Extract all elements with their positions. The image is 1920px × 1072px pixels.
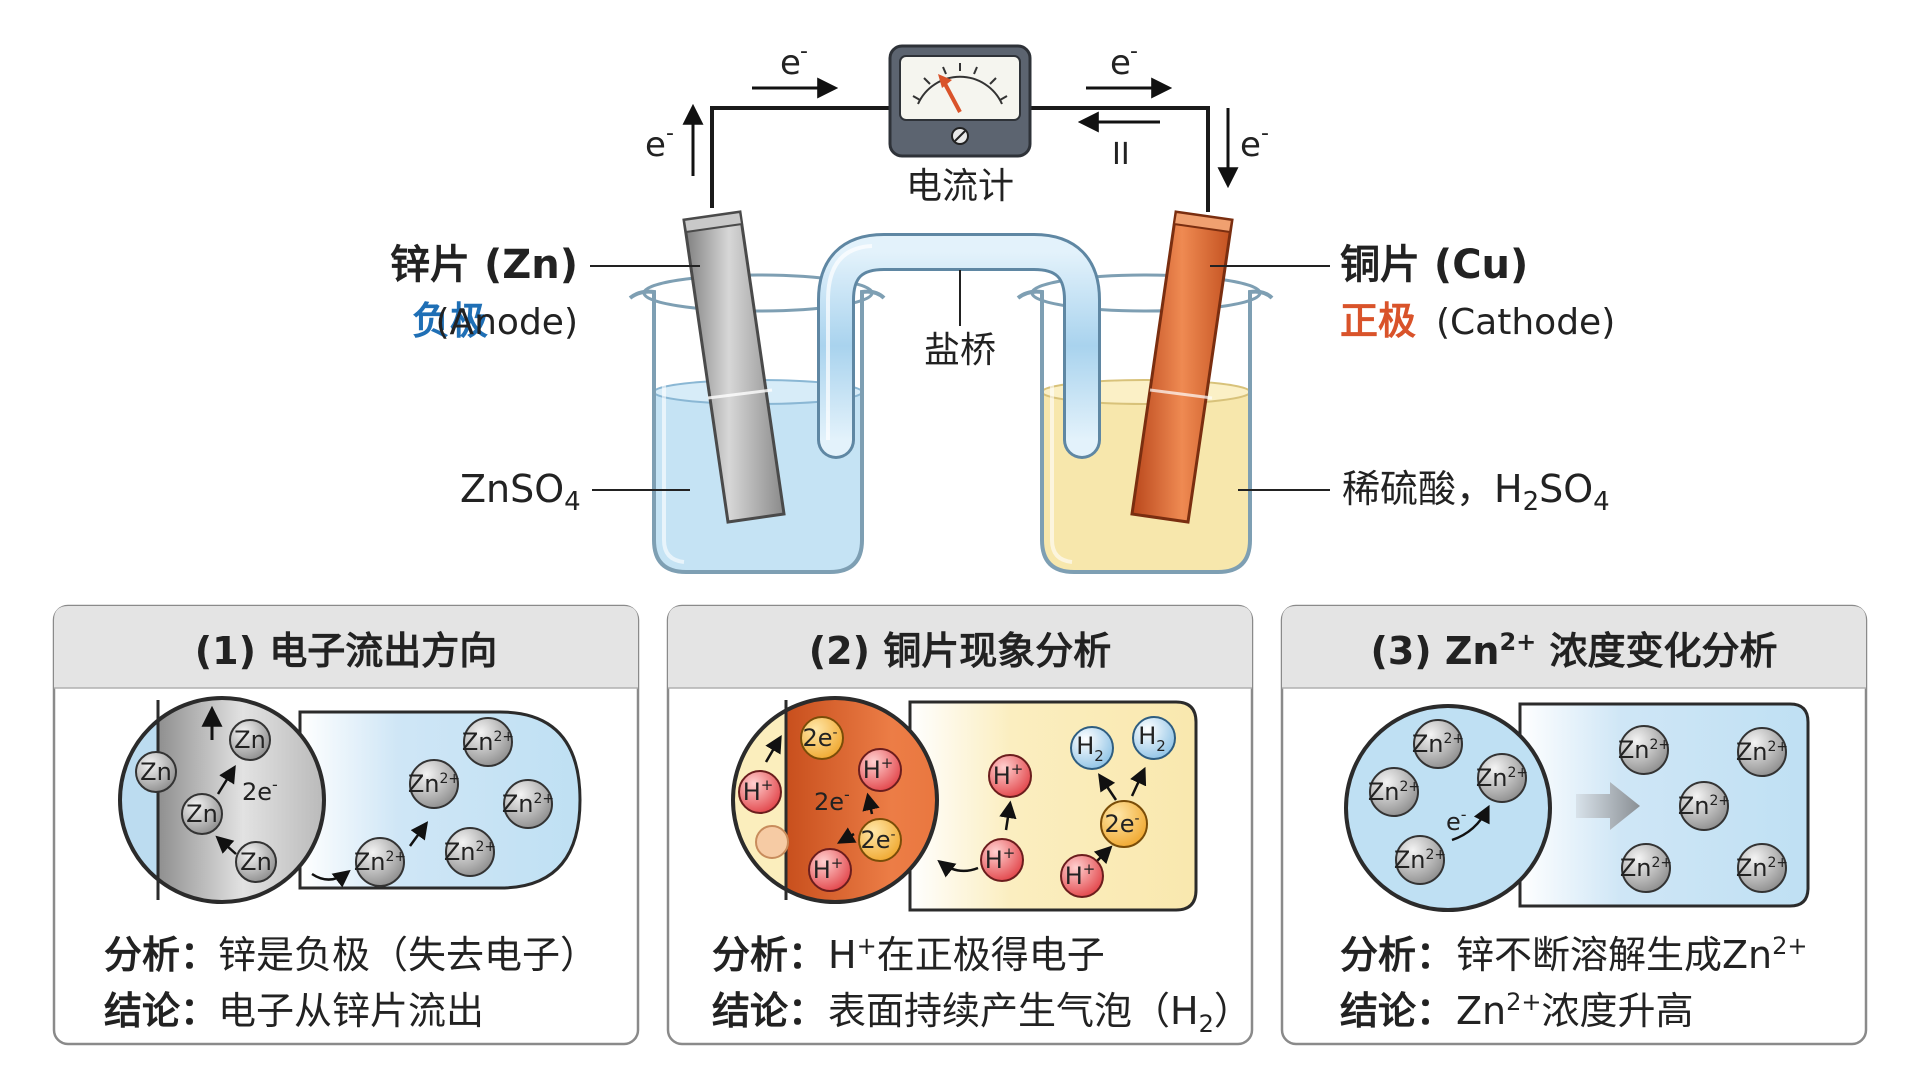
panel-3-title: (3) Zn2+ 浓度变化分析 — [1370, 628, 1777, 673]
panel-3-conclusion: Zn2+浓度升高 — [1456, 988, 1694, 1033]
svg-text:2e-: 2e- — [814, 785, 850, 816]
panel-3-illustration: e- Zn2+ Zn2+ Zn2+ Zn2+ Zn2+ Zn2+ Zn2+ Zn… — [1344, 702, 1810, 912]
panel-1-text: 分析： 锌是负极（失去电子） 结论： 电子从锌片流出 — [104, 933, 598, 1033]
panel-2-analysis: H+在正极得电子 — [828, 932, 1105, 977]
copper-electrode — [1130, 210, 1234, 524]
svg-text:Zn2+: Zn2+ — [1476, 764, 1528, 792]
svg-text:2e-: 2e- — [802, 724, 837, 752]
svg-text:Zn2+: Zn2+ — [1678, 792, 1730, 820]
panel-1-conclusion-label: 结论： — [104, 989, 218, 1033]
svg-text:H2: H2 — [1138, 722, 1166, 755]
cathode-en-label: (Cathode) — [1436, 302, 1615, 343]
svg-text:Zn2+: Zn2+ — [354, 848, 406, 876]
panel-2-text: 分析： H+在正极得电子 结论： 表面持续产生气泡（H2） — [712, 932, 1252, 1038]
svg-text:H+: H+ — [813, 854, 844, 884]
electron-sup-right: - — [1261, 121, 1269, 146]
external-circuit — [710, 106, 1210, 212]
svg-text:Zn2+: Zn2+ — [502, 790, 554, 818]
svg-text:2e-: 2e- — [1104, 810, 1139, 838]
zinc-title: 锌片 (Zn) — [390, 242, 578, 288]
electron-sup-top-right: - — [1130, 39, 1138, 64]
svg-text:e-: e- — [1446, 805, 1467, 836]
zinc-labels: 锌片 (Zn) 负极 (Anode) ZnSO4 — [390, 242, 700, 517]
electron-label-top-left: e — [780, 43, 801, 83]
panel-2-title: (2) 铜片现象分析 — [809, 629, 1111, 673]
svg-text:Zn2+: Zn2+ — [1618, 736, 1670, 764]
electron-label-left: e — [645, 125, 666, 165]
increase-arrow-icon — [1576, 782, 1640, 830]
svg-text:Zn2+: Zn2+ — [444, 838, 496, 866]
right-solution-label: 稀硫酸，H2SO4 — [1342, 467, 1610, 517]
salt-bridge — [817, 233, 1101, 459]
svg-text:H+: H+ — [993, 760, 1024, 790]
svg-text:Zn: Zn — [140, 758, 172, 786]
anode-label: 负极 — [412, 299, 488, 343]
panel-1-analysis: 锌是负极（失去电子） — [218, 933, 598, 977]
panel-2-conclusion: 表面持续产生气泡（H2） — [828, 989, 1252, 1038]
electron-sup-top-left: - — [800, 39, 808, 64]
svg-text:Zn: Zn — [186, 800, 218, 828]
galvanometer — [888, 44, 1032, 158]
panel-1-ions: Zn Zn Zn Zn 2e- Zn2+ Zn2+ Zn2+ Zn2+ Zn2+ — [135, 717, 554, 887]
svg-text:Zn2+: Zn2+ — [1620, 854, 1672, 882]
svg-text:Zn: Zn — [240, 848, 272, 876]
salt-bridge-label: 盐桥 — [924, 330, 996, 371]
panel-3-analysis-label: 分析： — [1340, 933, 1454, 977]
panel-3-conclusion-label: 结论： — [1340, 989, 1454, 1033]
panel-1-title: (1) 电子流出方向 — [195, 629, 497, 673]
galvanometer-label: 电流计 — [906, 166, 1014, 207]
svg-text:Zn2+: Zn2+ — [1412, 730, 1464, 758]
svg-text:H2: H2 — [1076, 732, 1104, 765]
svg-text:2e-: 2e- — [242, 775, 278, 806]
panel-3-ions: Zn2+ Zn2+ Zn2+ Zn2+ Zn2+ Zn2+ Zn2+ Zn2+ … — [1368, 719, 1788, 893]
panel-2-conclusion-label: 结论： — [712, 989, 826, 1033]
svg-text:H+: H+ — [863, 754, 894, 784]
panel-1-conclusion: 电子从锌片流出 — [218, 989, 484, 1033]
svg-text:Zn2+: Zn2+ — [1394, 846, 1446, 874]
svg-text:Zn2+: Zn2+ — [1368, 778, 1420, 806]
left-solution-label: ZnSO4 — [460, 467, 581, 517]
panel-1-analysis-label: 分析： — [104, 933, 218, 977]
electron-label-top-right: e — [1110, 43, 1131, 83]
svg-text:Zn2+: Zn2+ — [1736, 854, 1788, 882]
svg-text:H+: H+ — [743, 776, 774, 806]
zinc-electrode — [682, 210, 786, 524]
panel-2-ions: H+ 2e- H+ 2e- 2e- H+ H+ H+ 2e- H+ H2 H2 — [738, 716, 1176, 898]
panel-2-analysis-label: 分析： — [712, 933, 826, 977]
copper-title: 铜片 (Cu) — [1340, 242, 1528, 288]
electron-sup-left: - — [666, 121, 674, 146]
electron-flow-arrows: e - e - II e - e - — [645, 39, 1269, 189]
svg-text:Zn2+: Zn2+ — [1736, 738, 1788, 766]
panel-3-analysis: 锌不断溶解生成Zn2+ — [1456, 932, 1808, 977]
anode-en-label: (Anode) — [435, 302, 578, 343]
svg-text:Zn2+: Zn2+ — [408, 770, 460, 798]
panel-1-illustration: Zn Zn Zn Zn 2e- Zn2+ Zn2+ Zn2+ Zn2+ Zn2+ — [118, 696, 582, 904]
electron-label-right: e — [1240, 125, 1261, 165]
svg-text:Zn: Zn — [234, 726, 266, 754]
return-mark: II — [1112, 137, 1130, 172]
svg-text:Zn2+: Zn2+ — [462, 728, 514, 756]
cathode-label: 正极 — [1340, 299, 1416, 343]
panel-2-illustration: H+ 2e- H+ 2e- 2e- H+ H+ H+ 2e- H+ H2 H2 — [731, 696, 1198, 912]
svg-text:2e-: 2e- — [860, 826, 895, 854]
panel-3-text: 分析： 锌不断溶解生成Zn2+ 结论： Zn2+浓度升高 — [1340, 932, 1808, 1033]
svg-text:H+: H+ — [1065, 860, 1096, 890]
svg-text:H+: H+ — [985, 844, 1016, 874]
copper-labels: 铜片 (Cu) 正极 (Cathode) 稀硫酸，H2SO4 — [1210, 242, 1615, 517]
